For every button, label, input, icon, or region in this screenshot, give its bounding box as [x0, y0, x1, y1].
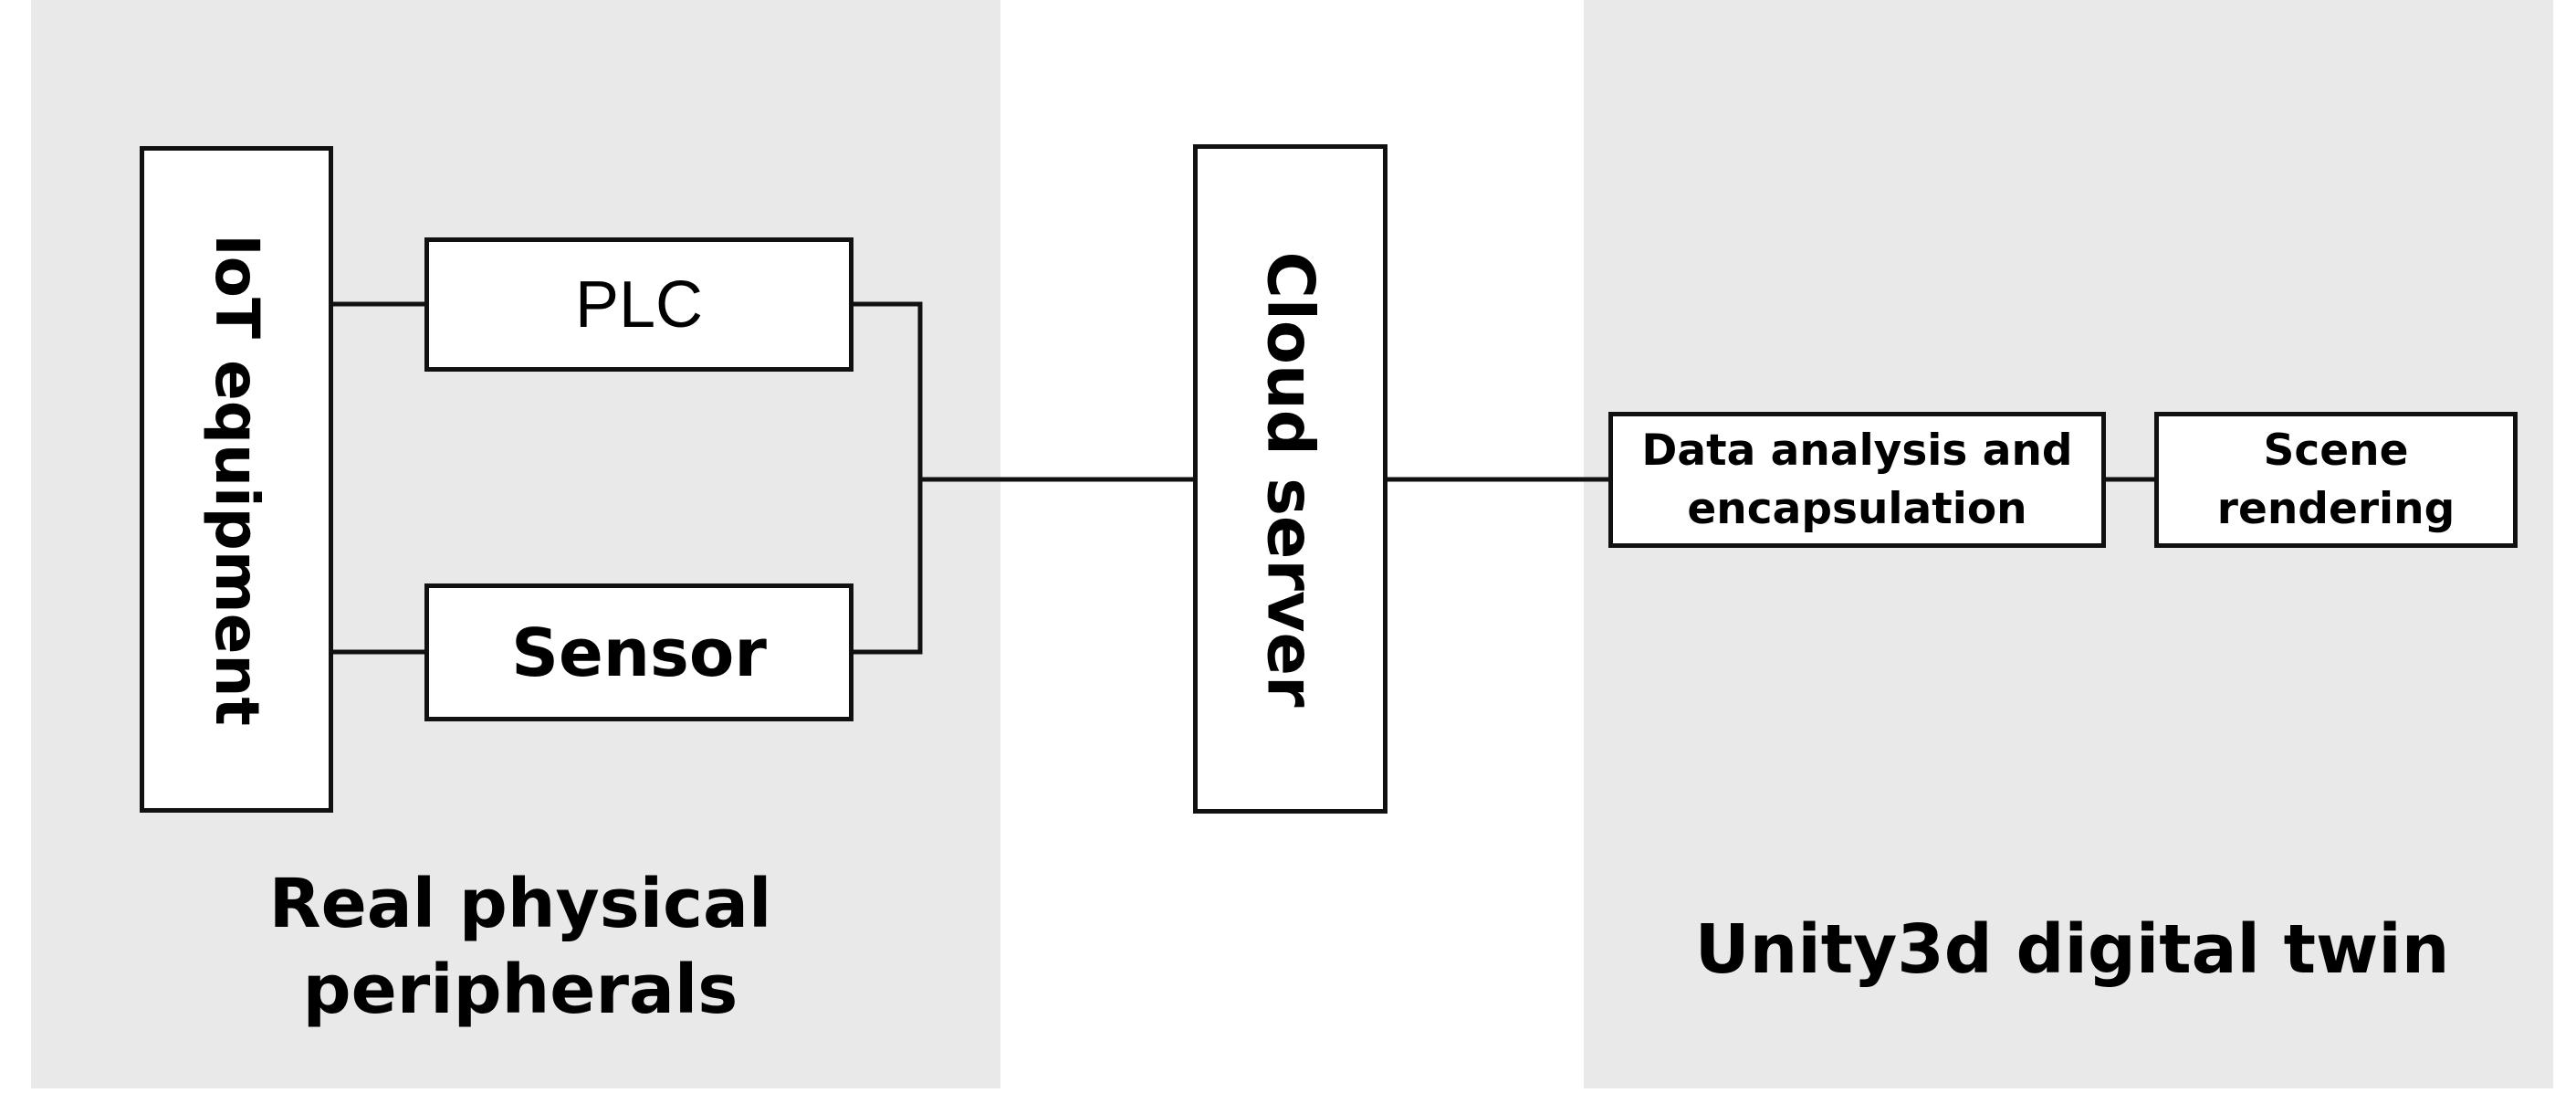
physical-peripherals-caption: Real physical peripherals [268, 865, 772, 1029]
iot-equipment-node: IoT equipment [140, 146, 333, 813]
sensor-to-merge-connector [853, 479, 923, 655]
digital-twin-caption: Unity3d digital twin [1694, 910, 2450, 989]
cloud-server-node: Cloud server [1193, 144, 1387, 814]
plc-label: PLC [574, 268, 704, 342]
plc-to-merge-connector [853, 301, 923, 479]
data-analysis-node: Data analysis and encapsulation [1608, 412, 2106, 548]
data-analysis-label: Data analysis and encapsulation [1641, 425, 2073, 534]
sensor-node: Sensor [424, 583, 853, 721]
sensor-label: Sensor [511, 614, 767, 691]
plc-node: PLC [424, 237, 853, 372]
iot-equipment-label: IoT equipment [201, 233, 272, 726]
scene-rendering-node: Scene rendering [2154, 412, 2518, 548]
cloud-server-label: Cloud server [1252, 250, 1328, 708]
scene-rendering-label: Scene rendering [2216, 425, 2456, 534]
